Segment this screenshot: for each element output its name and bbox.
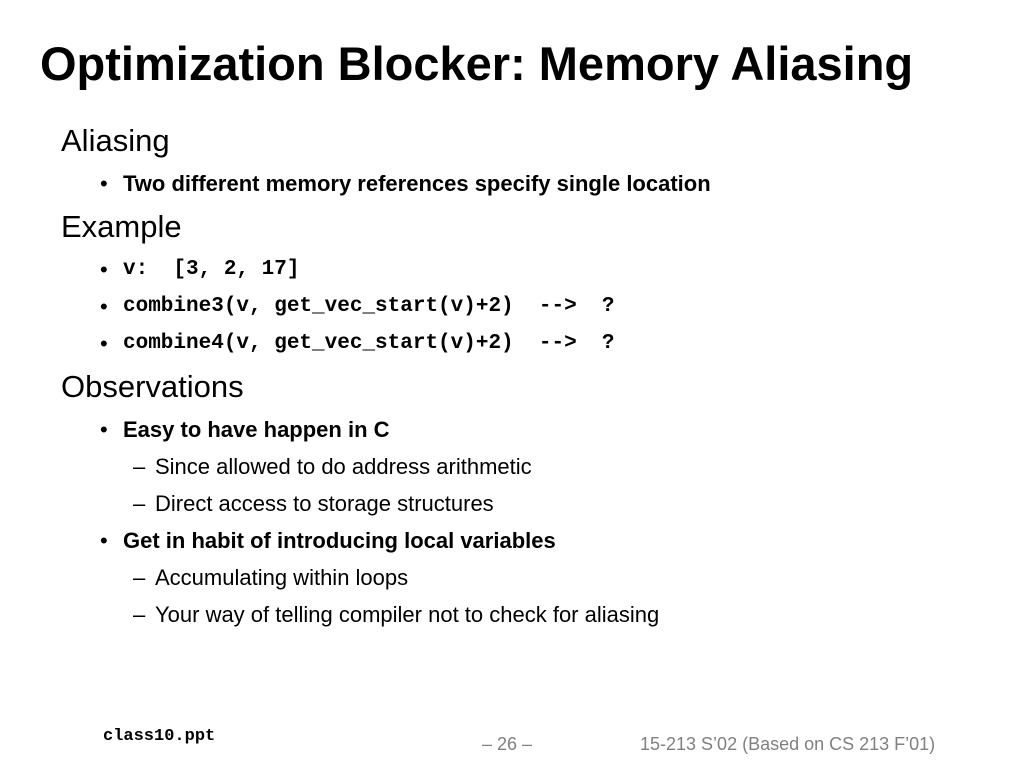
subbullet-text: Accumulating within loops — [155, 565, 409, 590]
footer-filename: class10.ppt — [103, 727, 216, 746]
section-heading-aliasing: Aliasing — [61, 123, 170, 158]
subbullet-text: Your way of telling compiler not to chec… — [155, 602, 660, 627]
bullet-icon: • — [100, 331, 108, 356]
dash-icon: – — [133, 602, 146, 627]
bullet-icon: • — [100, 294, 108, 319]
bullet-icon: • — [100, 171, 108, 196]
slide-content: Aliasing • Two different memory referenc… — [61, 123, 711, 627]
footer-page-number: – 26 – — [482, 734, 533, 754]
subbullet-text: Since allowed to do address arithmetic — [155, 454, 532, 479]
dash-icon: – — [133, 491, 146, 516]
bullet-text: Get in habit of introducing local variab… — [123, 528, 556, 553]
dash-icon: – — [133, 454, 146, 479]
subbullet-text: Direct access to storage structures — [155, 491, 494, 516]
section-heading-observations: Observations — [61, 369, 244, 404]
code-text: v: [3, 2, 17] — [123, 258, 300, 281]
dash-icon: – — [133, 565, 146, 590]
bullet-icon: • — [100, 417, 108, 442]
section-heading-example: Example — [61, 209, 182, 244]
footer-course-label: 15-213 S’02 (Based on CS 213 F’01) — [640, 734, 936, 754]
slide-title: Optimization Blocker: Memory Aliasing — [40, 37, 914, 90]
bullet-text: Two different memory references specify … — [123, 171, 711, 196]
bullet-text: Easy to have happen in C — [123, 417, 390, 442]
code-text: combine4(v, get_vec_start(v)+2) --> ? — [123, 332, 615, 355]
bullet-icon: • — [100, 528, 108, 553]
bullet-icon: • — [100, 257, 108, 282]
code-text: combine3(v, get_vec_start(v)+2) --> ? — [123, 295, 615, 318]
